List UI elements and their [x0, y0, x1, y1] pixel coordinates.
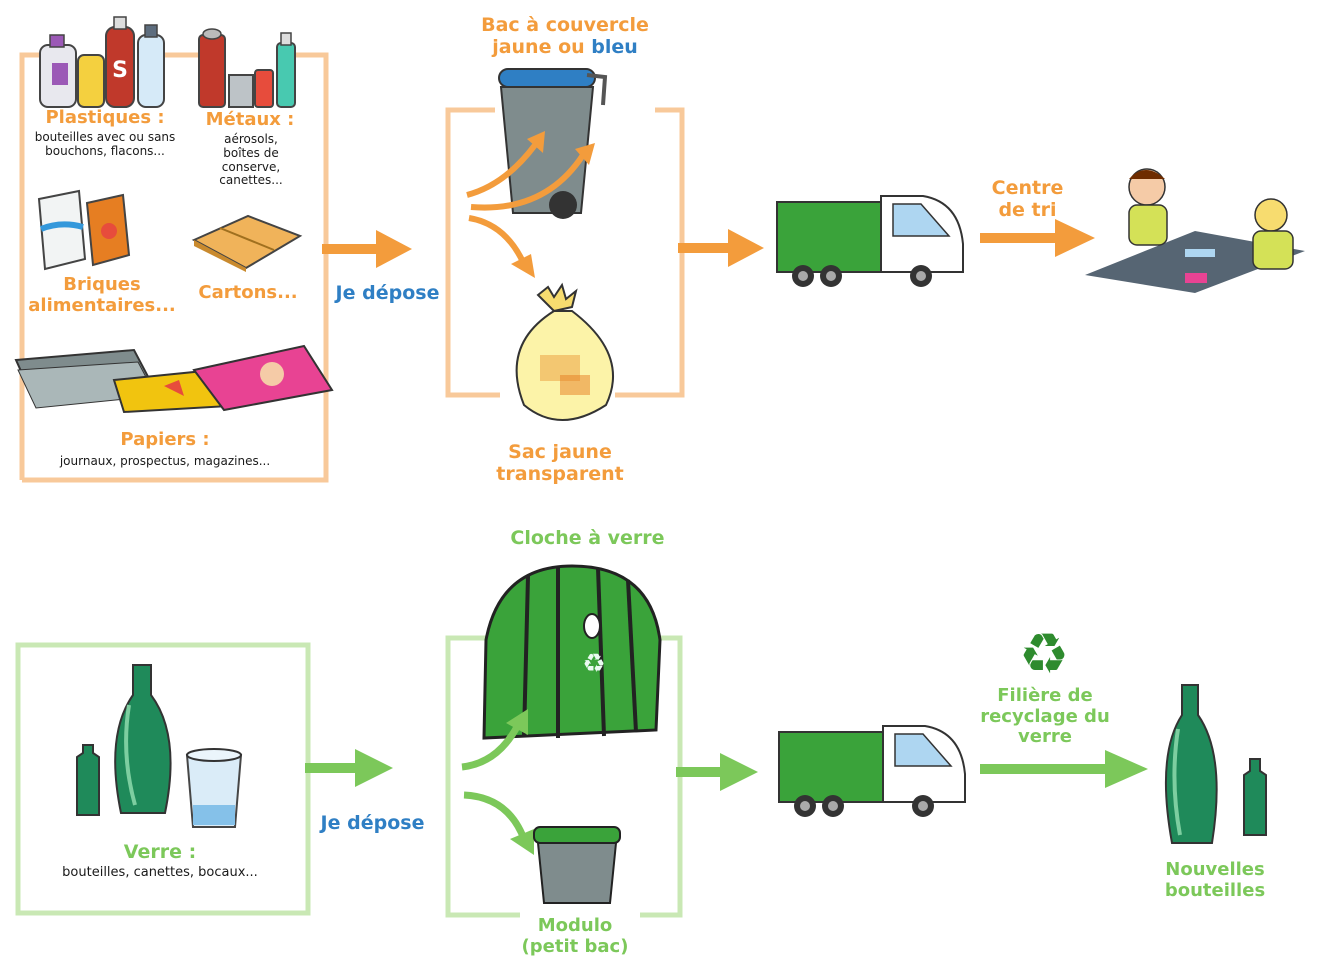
svg-text:S: S — [112, 58, 128, 83]
bac-title: Bac à couvercle jaune ou bleu — [470, 14, 660, 59]
cardboard-icon — [191, 214, 303, 272]
glass-items-icon — [76, 664, 243, 828]
new-bottles-icon — [1164, 684, 1267, 844]
plastiques-desc: bouteilles avec ou sans bouchons, flacon… — [34, 130, 176, 158]
svg-text:♻: ♻ — [1019, 622, 1069, 687]
arrow-je-depose-top — [322, 230, 412, 268]
truck-icon-bottom — [778, 725, 966, 817]
arrow-je-depose-bottom — [305, 749, 393, 787]
green-arrows-icon — [461, 709, 534, 855]
glass-bell-icon: ♻ — [482, 564, 662, 740]
nouvelles-title: Nouvelles bouteilles — [1164, 859, 1266, 901]
cartons-title: Cartons... — [198, 282, 298, 303]
truck-icon-top — [776, 195, 964, 287]
plastiques-title: Plastiques : — [45, 107, 165, 128]
cloche-title: Cloche à verre — [510, 527, 665, 549]
bac-title-line2: jaune ou bleu — [470, 35, 660, 59]
bac-title-line1: Bac à couvercle — [481, 14, 649, 36]
verre-title: Verre : — [123, 841, 197, 863]
briques-title: Briques alimentaires... — [28, 274, 176, 316]
sac-title: Sac jaune transparent — [496, 441, 624, 485]
bac-title-bleu: bleu — [591, 35, 638, 58]
filiere-title: Filière de recyclage du verre — [980, 685, 1110, 748]
bac-title-jaune: jaune ou — [492, 35, 585, 58]
je-depose-bottom: Je dépose — [320, 812, 425, 834]
svg-text:♻: ♻ — [582, 649, 605, 679]
centre-tri-title: Centre de tri — [991, 177, 1064, 221]
recycle-icon: ♻ — [1019, 622, 1069, 687]
grey-bin-icon — [466, 68, 608, 219]
modulo-bin-icon — [533, 826, 621, 904]
arrow-to-centre-tri — [980, 219, 1095, 257]
modulo-title: Modulo (petit bac) — [521, 915, 629, 957]
sorting-center-icon — [1085, 168, 1305, 293]
papiers-desc: journaux, prospectus, magazines... — [59, 454, 271, 468]
arrow-to-truck-bottom — [676, 753, 758, 791]
arrow-to-truck-top — [678, 229, 764, 267]
papers-icon — [14, 344, 334, 414]
metaux-desc: aérosols, boîtes de conserve, canettes..… — [219, 132, 283, 188]
metaux-title: Métaux : — [205, 109, 295, 130]
food-cartons-icon — [37, 189, 131, 271]
papiers-title: Papiers : — [120, 429, 210, 450]
verre-desc: bouteilles, canettes, bocaux... — [62, 865, 258, 880]
yellow-bag-icon — [515, 282, 614, 421]
plastic-bottles-icon: S — [39, 16, 165, 108]
metal-cans-icon — [198, 28, 296, 108]
je-depose-top: Je dépose — [335, 282, 440, 304]
verre-frame — [15, 642, 311, 916]
arrow-to-bag — [468, 215, 535, 278]
arrow-to-filiere — [980, 750, 1148, 788]
materials-frame — [19, 52, 329, 483]
